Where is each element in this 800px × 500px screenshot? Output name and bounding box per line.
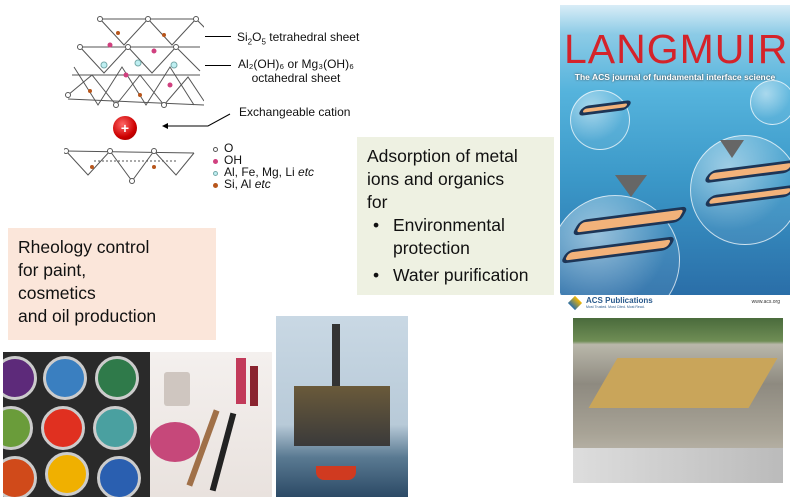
oil-rig-photo xyxy=(276,316,408,497)
legend-al-text: Al, Fe, Mg, Li xyxy=(224,165,299,179)
supply-ship xyxy=(316,466,356,480)
bubble xyxy=(750,80,790,125)
arrow-octahedral xyxy=(205,65,231,66)
arrow-down-icon xyxy=(720,140,744,158)
rheology-line1: Rheology control xyxy=(18,237,150,257)
legend-item-si: Si, Al etc xyxy=(213,178,314,190)
legend-o-dot-icon xyxy=(213,147,218,152)
platform xyxy=(294,386,390,446)
acs-logo-icon xyxy=(567,295,583,311)
tetrahedral-o: O xyxy=(252,30,262,44)
legend-si-etc: etc xyxy=(254,177,271,191)
jar xyxy=(164,372,190,406)
rheology-line4: and oil production xyxy=(18,306,157,326)
cosmetics-photo xyxy=(150,352,272,497)
bullet-environmental: • Environmental protection xyxy=(367,214,544,260)
legend-oh-dot-icon xyxy=(213,159,218,164)
concrete-channel xyxy=(573,448,783,483)
tetrahedral-si: Si xyxy=(237,30,248,44)
tetrahedral-sub2: 5 xyxy=(261,37,266,47)
legend-si-text: Si, Al xyxy=(224,177,255,191)
tetrahedral-sub1: 2 xyxy=(247,37,253,47)
adsorption-line3: for xyxy=(367,192,388,212)
legend-si-dot-icon xyxy=(213,183,218,188)
bullet-water-text: Water purification xyxy=(393,265,529,285)
diagram-legend: O OH Al, Fe, Mg, Li etc Si, Al etc xyxy=(213,142,314,190)
label-exchangeable-cation: Exchangeable cation xyxy=(239,105,351,119)
acs-url: www.acs.org xyxy=(751,299,780,305)
lined-reservoir-photo xyxy=(573,318,783,483)
rheology-line3: cosmetics xyxy=(18,283,96,303)
blush-compact xyxy=(150,422,200,462)
arrow-tetrahedral xyxy=(205,36,231,37)
legend-item-al: Al, Fe, Mg, Li etc xyxy=(213,166,314,178)
clay-structure-diagram xyxy=(63,5,209,195)
bullet-icon: • xyxy=(373,215,380,235)
adsorption-text-box: Adsorption of metal ions and organics fo… xyxy=(357,137,554,295)
legend-al-dot-icon xyxy=(213,171,218,176)
adsorption-line2: ions and organics xyxy=(367,169,505,189)
reservoir-floor xyxy=(588,358,778,408)
label-tetrahedral-sheet: Si2O5 tetrahedral sheet xyxy=(237,30,359,49)
legend-o-text: O xyxy=(224,141,234,155)
lipstick xyxy=(250,366,258,406)
arrow-down-icon xyxy=(615,175,647,197)
acs-tagline: Most Trusted. Most Cited. Most Read. xyxy=(586,305,645,309)
octahedral-line2: octahedral sheet xyxy=(251,71,341,85)
bullet-env-line1: Environmental xyxy=(393,215,505,235)
legend-item-oh: OH xyxy=(213,154,314,166)
bubble xyxy=(570,90,630,150)
lipstick xyxy=(236,358,246,404)
paint-jars-photo xyxy=(3,352,150,497)
cover-footer: ACS Publications Most Trusted. Most Cite… xyxy=(560,295,790,313)
cover-title: LANGMUIR xyxy=(564,26,789,72)
arrow-cation xyxy=(162,113,231,129)
bullet-icon: • xyxy=(373,265,380,285)
rheology-text-box: Rheology control for paint, cosmetics an… xyxy=(8,228,216,340)
label-octahedral-sheet: Al₂(OH)₆ or Mg₃(OH)₆ octahedral sheet xyxy=(234,57,358,85)
bullet-water: • Water purification xyxy=(367,264,544,287)
acs-publications-logo: ACS Publications xyxy=(586,296,653,305)
rheology-line2: for paint, xyxy=(18,260,87,280)
tetrahedral-text: tetrahedral sheet xyxy=(265,30,360,44)
bullet-env-line2: protection xyxy=(393,238,470,258)
langmuir-journal-cover: LANGMUIR The ACS journal of fundamental … xyxy=(560,5,790,295)
legend-item-o: O xyxy=(213,142,314,154)
cover-subtitle: The ACS journal of fundamental interface… xyxy=(574,72,776,82)
legend-al-etc: etc xyxy=(298,165,315,179)
legend-oh-text: OH xyxy=(224,153,242,167)
octahedral-line1: Al₂(OH)₆ or Mg₃(OH)₆ xyxy=(238,57,354,71)
clay-lattice-illustration xyxy=(63,16,209,184)
exchangeable-cation-ball: + xyxy=(113,116,137,140)
derrick xyxy=(332,324,340,394)
adsorption-line1: Adsorption of metal xyxy=(367,146,518,166)
